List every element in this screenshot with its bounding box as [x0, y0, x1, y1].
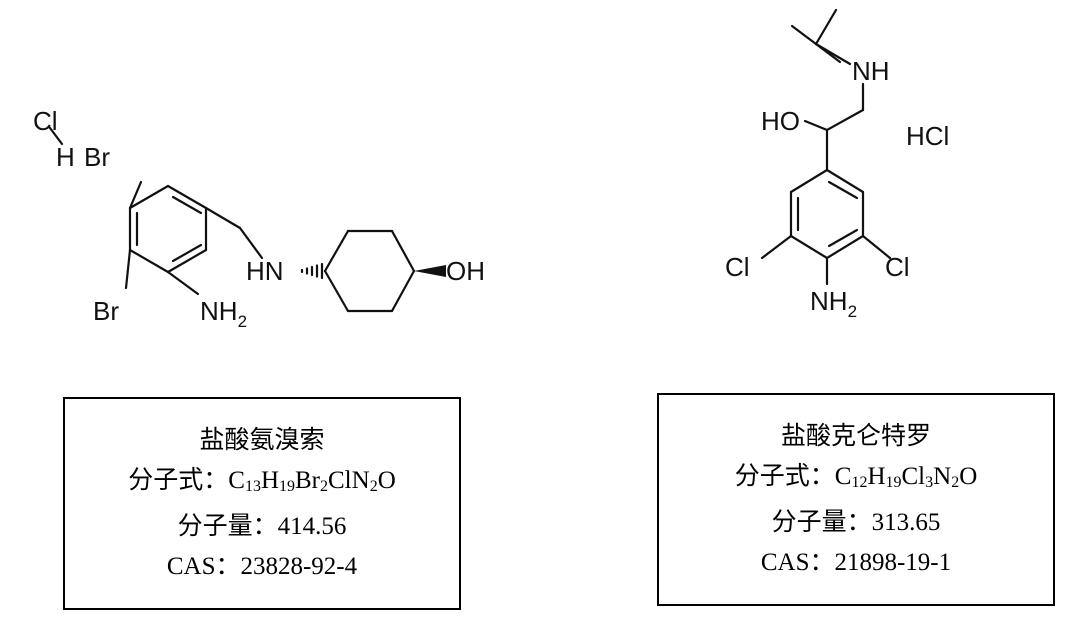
- molecular-formula: 分子式：C12H19Cl3N2O: [735, 457, 978, 503]
- hydrogen-atom-label: H: [56, 142, 75, 172]
- amino-group-label: NH2: [200, 296, 247, 331]
- chlorine-right-label: Cl: [885, 252, 910, 282]
- hydroxyl-group-label: OH: [446, 256, 485, 286]
- cas-number: CAS：23828-92-4: [167, 547, 357, 587]
- formula-element: Br: [295, 466, 320, 494]
- bromine-top-label: Br: [84, 142, 110, 172]
- formula-element: Cl: [901, 462, 926, 490]
- clenbuterol-structure-drawing: NH HO HCl Cl Cl NH2: [725, 8, 949, 321]
- mw-value: 414.56: [277, 512, 347, 540]
- formula-element: ClN: [328, 466, 370, 494]
- mw-label: 分子量：: [177, 512, 278, 540]
- cas-label: CAS：: [760, 548, 835, 576]
- formula-subscript: 2: [369, 477, 378, 495]
- formula-subscript: 2: [320, 477, 328, 495]
- chlorine-atom-label: Cl: [33, 106, 58, 136]
- amine-nh-label: NH: [852, 56, 890, 86]
- clenbuterol-structure: NH HO HCl Cl Cl NH2: [540, 0, 1080, 370]
- formula-subscript: 3: [925, 473, 934, 491]
- formula-value: C12H19Cl3N2O: [834, 462, 978, 491]
- formula-element: O: [377, 466, 396, 494]
- cas-value: 23828-92-4: [240, 552, 358, 580]
- formula-subscript: 13: [244, 477, 261, 495]
- secondary-amine-label: HN: [246, 256, 284, 286]
- mw-value: 313.65: [871, 508, 941, 536]
- compound-name: 盐酸克仑特罗: [780, 422, 931, 450]
- formula-subscript: 19: [885, 473, 902, 491]
- amino-group-label: NH2: [810, 286, 857, 321]
- formula-element: C: [228, 466, 245, 494]
- compound-name: 盐酸氨溴索: [199, 426, 325, 454]
- hydrochloride-label: HCl: [906, 121, 949, 151]
- molecular-weight: 分子量：414.56: [178, 507, 347, 547]
- clenbuterol-info-box: 盐酸克仑特罗 分子式：C12H19Cl3N2O 分子量：313.65 CAS：2…: [657, 393, 1055, 606]
- chlorine-left-label: Cl: [725, 252, 750, 282]
- formula-element: N: [933, 462, 952, 490]
- cas-value: 21898-19-1: [834, 548, 952, 576]
- formula-subscript: 2: [951, 473, 960, 491]
- cas-label: CAS：: [166, 552, 241, 580]
- molecular-formula: 分子式：C13H19Br2ClN2O: [128, 461, 396, 507]
- formula-value: C13H19Br2ClN2O: [228, 466, 396, 495]
- bromine-bottom-label: Br: [93, 296, 119, 326]
- formula-element: C: [834, 462, 852, 490]
- ambroxol-structure-drawing: Cl H Br Br NH2 HN OH: [33, 106, 485, 331]
- mw-label: 分子量：: [771, 508, 872, 536]
- formula-subscript: 19: [279, 477, 295, 495]
- formula-element: O: [959, 462, 978, 490]
- formula-label: 分子式：: [128, 466, 229, 494]
- formula-element: H: [260, 466, 279, 494]
- hydroxyl-ho-label: HO: [761, 106, 800, 136]
- formula-subscript: 12: [851, 473, 868, 491]
- ambroxol-info-box: 盐酸氨溴索 分子式：C13H19Br2ClN2O 分子量：414.56 CAS：…: [63, 397, 461, 610]
- cas-number: CAS：21898-19-1: [761, 543, 951, 583]
- ambroxol-structure: Cl H Br Br NH2 HN OH: [0, 0, 540, 370]
- formula-label: 分子式：: [734, 462, 835, 490]
- formula-element: H: [867, 462, 886, 490]
- molecular-weight: 分子量：313.65: [772, 503, 941, 543]
